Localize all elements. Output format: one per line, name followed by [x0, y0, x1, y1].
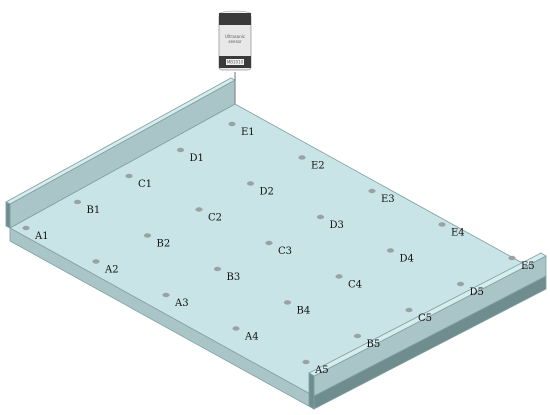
point-marker-d5 — [456, 281, 465, 287]
point-label-d4: D4 — [400, 254, 414, 265]
point-marker-e1 — [228, 121, 236, 127]
point-marker-e3 — [368, 188, 376, 194]
point-marker-a4 — [232, 326, 240, 331]
point-label-a2: A2 — [104, 265, 119, 276]
point-marker-e2 — [298, 155, 306, 160]
sensor-top-band — [219, 13, 251, 25]
point-marker-b4 — [283, 300, 292, 305]
back-rail-end — [5, 201, 11, 229]
sensor-brand-line-2: sensor — [228, 39, 242, 44]
point-label-e3: E3 — [381, 194, 395, 205]
point-marker-d1 — [176, 147, 185, 153]
point-label-d1: D1 — [190, 153, 204, 164]
point-marker-b2 — [143, 233, 152, 238]
point-marker-e5 — [508, 255, 516, 261]
point-marker-e4 — [438, 222, 446, 227]
point-label-c1: C1 — [138, 179, 152, 190]
point-label-c4: C4 — [348, 280, 362, 291]
point-label-b5: B5 — [367, 339, 381, 350]
point-marker-c1 — [125, 173, 133, 179]
front-rail-end — [308, 372, 315, 410]
point-label-e2: E2 — [311, 161, 325, 172]
point-label-e1: E1 — [241, 127, 255, 138]
point-label-b4: B4 — [297, 306, 311, 317]
point-marker-b5 — [353, 333, 362, 339]
point-marker-b3 — [213, 266, 222, 272]
sensor-brand-line-1: Ultrasonic — [225, 34, 245, 39]
point-marker-c4 — [335, 274, 343, 279]
point-marker-b1 — [73, 199, 82, 205]
point-label-c2: C2 — [208, 213, 222, 224]
point-label-b1: B1 — [87, 205, 101, 216]
point-label-b2: B2 — [157, 239, 171, 250]
sensor-model-label: MB1010 — [227, 60, 244, 65]
point-label-a5: A5 — [314, 365, 329, 376]
point-marker-a1 — [22, 225, 30, 231]
point-label-a3: A3 — [174, 298, 189, 309]
point-marker-c3 — [265, 240, 273, 246]
point-marker-a3 — [162, 292, 170, 298]
point-label-c3: C3 — [278, 246, 292, 257]
point-marker-a2 — [92, 259, 100, 264]
point-label-c5: C5 — [418, 313, 432, 324]
point-label-e5: E5 — [521, 261, 535, 272]
point-marker-c5 — [405, 307, 413, 313]
point-label-e4: E4 — [451, 228, 465, 239]
point-marker-a5 — [302, 359, 310, 365]
point-label-d5: D5 — [470, 287, 484, 298]
point-label-a4: A4 — [244, 332, 259, 343]
front-right-rail — [308, 252, 547, 410]
point-marker-c2 — [195, 207, 203, 212]
point-marker-d3 — [316, 214, 325, 220]
back-left-rail — [5, 77, 236, 229]
ultrasonic-sensor: Ultrasonic sensor MB1010 — [218, 10, 252, 104]
point-label-a1: A1 — [34, 231, 49, 242]
sensor-model-plate — [226, 59, 244, 65]
point-marker-d2 — [246, 181, 255, 186]
point-marker-d4 — [386, 248, 395, 253]
point-label-b3: B3 — [227, 272, 241, 283]
point-label-d3: D3 — [330, 220, 344, 231]
point-label-d2: D2 — [260, 187, 274, 198]
